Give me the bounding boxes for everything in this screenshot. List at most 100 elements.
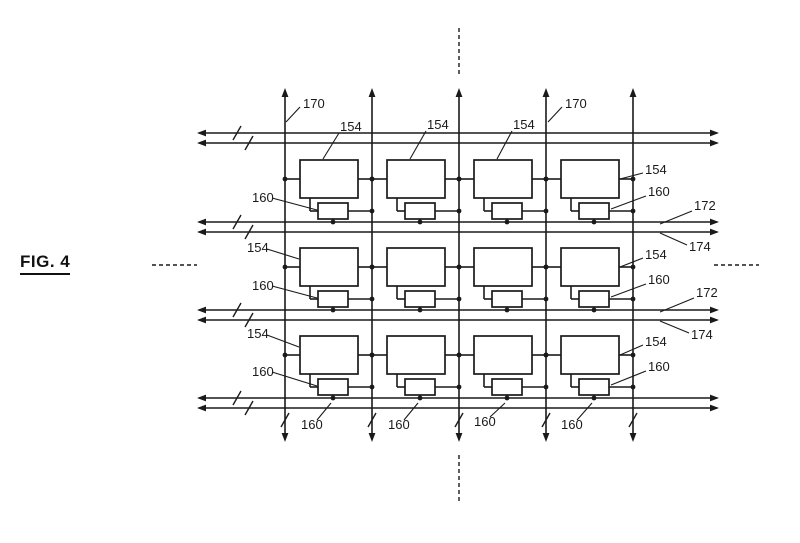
leader-line-ref-154-r2-left — [266, 248, 300, 260]
label-ref-160-r3-right: 160 — [648, 359, 670, 374]
cell-block-154 — [386, 159, 446, 199]
junction-dot — [369, 208, 375, 214]
junction-dot — [543, 208, 549, 214]
label-ref-174-b: 174 — [691, 327, 713, 342]
bus-right-arrowhead — [710, 228, 719, 236]
cell-block-154 — [386, 247, 446, 287]
column-top-arrowhead — [629, 88, 637, 97]
cell-block-154 — [473, 159, 533, 199]
junction-dot — [591, 395, 597, 401]
cell-block-160 — [404, 202, 436, 220]
break-mark — [232, 214, 242, 230]
label-ref-160-r2-left: 160 — [252, 278, 274, 293]
cell-block-160 — [491, 202, 523, 220]
leader-line-ref-154-r1c1 — [322, 132, 340, 160]
junction-dot — [282, 264, 288, 270]
cell-block-154 — [473, 335, 533, 375]
cell-block-154 — [299, 247, 359, 287]
break-mark — [541, 412, 551, 428]
junction-dot — [504, 395, 510, 401]
break-mark — [244, 135, 254, 151]
junction-dot — [417, 219, 423, 225]
leader-line-ref-154-r1c3 — [496, 130, 513, 160]
leader-line-ref-154-r1c2 — [409, 130, 427, 160]
cell-block-154 — [299, 159, 359, 199]
break-mark — [454, 412, 464, 428]
junction-dot — [456, 352, 462, 358]
junction-dot — [630, 352, 636, 358]
junction-dot — [369, 176, 375, 182]
column-top-arrowhead — [455, 88, 463, 97]
bus-right-arrowhead — [710, 129, 719, 137]
break-mark — [244, 400, 254, 416]
junction-dot — [456, 176, 462, 182]
label-ref-160-b2: 160 — [388, 417, 410, 432]
leader-line-ref-160-b3 — [489, 402, 506, 418]
bus-left-arrowhead — [197, 394, 206, 402]
label-ref-174-a: 174 — [689, 239, 711, 254]
junction-dot — [417, 307, 423, 313]
bus-right-arrowhead — [710, 306, 719, 314]
leader-line-ref-154-r3-right — [619, 344, 644, 356]
leader-line-ref-154-r2-right — [619, 257, 644, 268]
leader-line-ref-160-r2-right — [610, 283, 647, 298]
column-top-arrowhead — [281, 88, 289, 97]
column-bottom-arrowhead — [629, 433, 637, 442]
label-ref-160-b3: 160 — [474, 414, 496, 429]
cell-block-154 — [299, 335, 359, 375]
junction-dot — [630, 208, 636, 214]
column-bottom-arrowhead — [368, 433, 376, 442]
leader-line-ref-172-b — [659, 297, 695, 313]
cell-block-160 — [491, 378, 523, 396]
junction-dot — [417, 395, 423, 401]
break-mark — [244, 312, 254, 328]
leader-line-ref-160-r2-left — [271, 285, 318, 299]
junction-dot — [591, 307, 597, 313]
junction-dot — [330, 395, 336, 401]
column-bottom-arrowhead — [281, 433, 289, 442]
label-ref-170-a: 170 — [303, 96, 325, 111]
junction-dot — [504, 219, 510, 225]
cell-block-160 — [317, 378, 349, 396]
junction-dot — [369, 384, 375, 390]
junction-dot — [591, 219, 597, 225]
junction-dot — [369, 296, 375, 302]
junction-dot — [456, 384, 462, 390]
figure-caption: FIG. 4 — [20, 252, 71, 275]
leader-line-ref-160-b2 — [403, 402, 419, 421]
label-ref-172-b: 172 — [696, 285, 718, 300]
cell-block-154 — [560, 335, 620, 375]
junction-dot — [504, 307, 510, 313]
cell-block-160 — [404, 378, 436, 396]
label-ref-154-r2-right: 154 — [645, 247, 667, 262]
break-mark — [232, 302, 242, 318]
label-ref-172-a: 172 — [694, 198, 716, 213]
cell-block-154 — [386, 335, 446, 375]
label-ref-154-r1c1: 154 — [340, 119, 362, 134]
cell-block-160 — [578, 202, 610, 220]
leader-line-ref-160-r1-left — [271, 197, 318, 211]
leader-line-ref-154-r3-left — [266, 334, 300, 348]
leader-line-ref-160-r1-right — [610, 195, 647, 210]
cell-block-154 — [473, 247, 533, 287]
junction-dot — [369, 264, 375, 270]
cell-block-160 — [317, 202, 349, 220]
label-ref-160-r1-right: 160 — [648, 184, 670, 199]
label-ref-160-r3-left: 160 — [252, 364, 274, 379]
label-ref-154-r1c2: 154 — [427, 117, 449, 132]
junction-dot — [330, 307, 336, 313]
label-ref-154-r1c3: 154 — [513, 117, 535, 132]
junction-dot — [369, 352, 375, 358]
junction-dot — [543, 264, 549, 270]
column-top-arrowhead — [542, 88, 550, 97]
label-ref-160-r1-left: 160 — [252, 190, 274, 205]
label-ref-154-r3-right: 154 — [645, 334, 667, 349]
junction-dot — [330, 219, 336, 225]
leader-line-ref-174-b — [659, 320, 690, 334]
junction-dot — [543, 352, 549, 358]
junction-dot — [543, 384, 549, 390]
cell-block-160 — [491, 290, 523, 308]
label-ref-160-b4: 160 — [561, 417, 583, 432]
